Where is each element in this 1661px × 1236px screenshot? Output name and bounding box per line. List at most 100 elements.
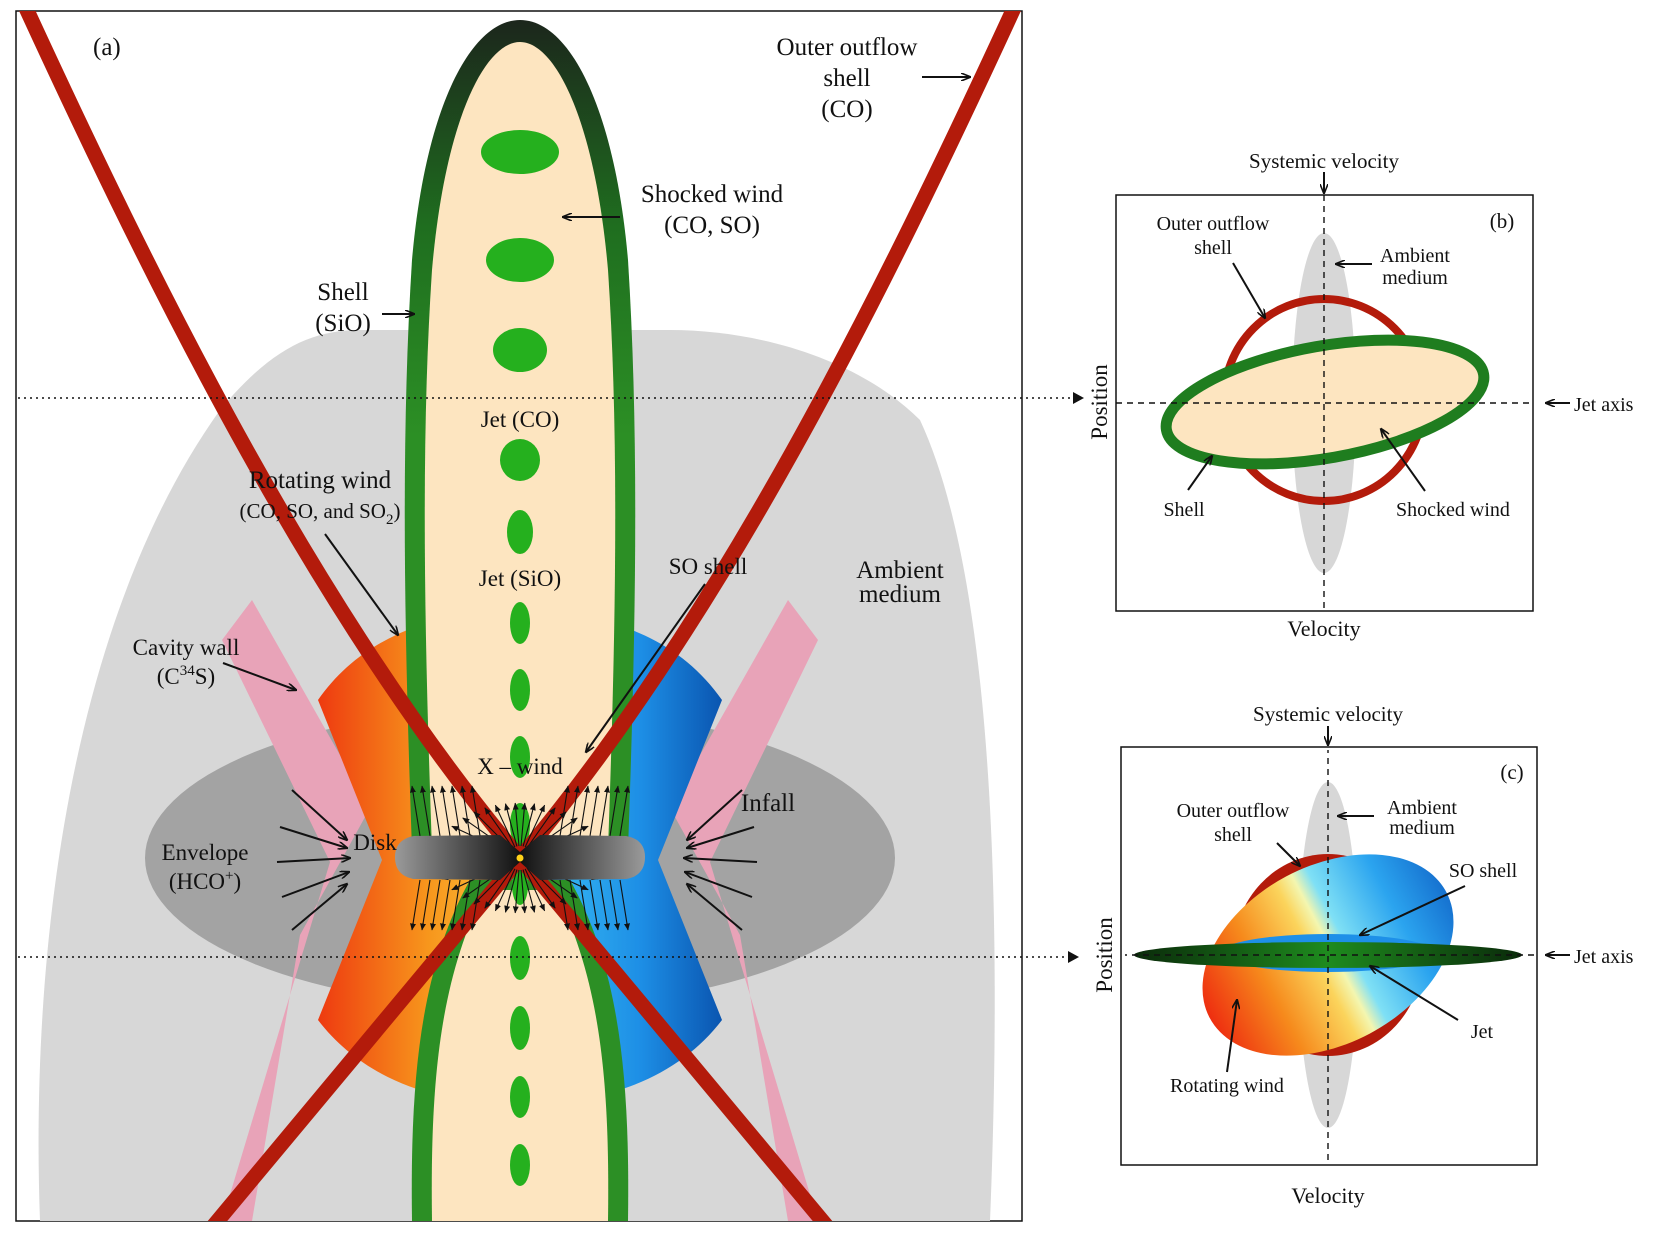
disk-wind-streamline [559,785,570,837]
panel-c-jet-axis-label: Jet axis [1574,946,1634,968]
cavity-wall-left [222,600,370,1221]
panel-c-outer-label-2: shell [1214,824,1252,846]
panel-c-so-shell-pointer [1360,885,1466,935]
panel-b-shell-pointer [1187,456,1212,491]
infall-arrows-left [276,789,350,931]
jet-knot [486,238,554,282]
so-shell-label: SO shell [669,554,748,579]
envelope-species: (HCO+) [169,868,241,894]
panel-b-shocked-pointer [1381,429,1426,492]
panel-c: Systemic velocity (c) Outer outflow shel… [1092,702,1634,1208]
panel-c-outer-label-1: Outer outflow [1177,800,1290,822]
outer-outflow-shell-upper-right [514,11,1021,863]
disk-wind-streamline [589,879,600,931]
jet-knot [510,1006,530,1050]
rotating-wind-pointer [324,533,398,635]
envelope-label: Envelope [162,840,249,865]
jet-knot [481,130,559,174]
panel-c-rotating-pointer [1226,1000,1237,1073]
panel-b-ambient-label-1: Ambient [1380,245,1450,267]
panel-b-outer-pointer [1232,262,1265,318]
disk-wind-streamline [619,785,630,837]
panel-b-shell-label: Shell [1163,499,1205,521]
jet-knot [507,510,533,554]
so-shell-pointer [586,583,706,752]
outer-outflow-label-3: (CO) [821,96,872,123]
panel-b: Systemic velocity (b) Outer outflow shel… [1087,149,1634,641]
panel-a: (a) Outer outflow shell (CO) Shocked win… [15,10,1023,1222]
disk-wind-streamline [569,879,580,931]
panel-c-systemic-label: Systemic velocity [1253,702,1403,726]
panel-b-outer-label-2: shell [1194,237,1232,259]
outer-outflow-label-2: shell [823,65,870,92]
panel-b-ambient-label-2: medium [1382,267,1448,289]
disk-wind-streamline [450,879,461,931]
disk-wind-streamline [589,785,600,837]
rotating-wind-species: (CO, SO, and SO2) [240,499,401,528]
disk-wind-streamline [420,879,431,931]
x-wind-streamline [512,802,520,847]
jet-knots [481,130,559,1186]
disk-wind-streamline [440,785,451,837]
panel-b-velocity-label: Velocity [1287,616,1360,641]
shell-label-2: (SiO) [315,310,371,337]
disk-right [520,835,645,880]
disk-left [395,835,520,880]
disk-wind-streamline [450,785,461,837]
disk-wind-streamline [410,785,421,837]
disk-wind-streamline [559,879,570,931]
jet-knot [510,936,530,980]
panel-b-jet-axis-label: Jet axis [1574,394,1634,416]
panel-c-jet [1134,942,1522,968]
cavity-wall-right [670,600,818,1221]
panel-c-tag: (c) [1500,760,1523,784]
disk-wind-streamline [440,879,451,931]
jet-knot [510,602,530,644]
x-wind-streamline [522,869,536,913]
panel-b-position-label: Position [1087,364,1112,440]
panel-c-jet-label: Jet [1471,1021,1494,1043]
cavity-wall-label: Cavity wall [133,635,240,660]
cavity-wall-pointer [222,662,296,690]
jet-knot [510,803,530,847]
disk-wind-streamline [579,785,590,837]
envelope-species-post: ) [234,869,242,894]
panel-c-position-label: Position [1092,917,1117,993]
panel-c-rotating-label: Rotating wind [1170,1075,1284,1097]
shocked-wind-label-1: Shocked wind [641,181,784,208]
disk-wind-streamline [599,879,610,931]
x-wind-label: X – wind [477,754,563,779]
protostar [516,854,524,862]
cavity-wall-species: (C34S) [157,663,215,689]
disk-wind-streamline [609,785,620,837]
ambient-label-1: Ambient [856,557,944,584]
x-wind-streamline [494,868,516,912]
panel-b-shell-ellipse [1160,334,1490,470]
infall-arrows-right [684,789,758,931]
jet-knot [510,669,530,711]
jet-knot [510,736,530,778]
envelope-species-pre: (HCO [169,869,225,894]
disk-wind-streamline [609,879,620,931]
x-wind-streamline [494,804,516,848]
envelope-superscript: + [225,868,233,884]
panel-c-jet-pointer [1370,966,1459,1021]
outer-outflow-label-1: Outer outflow [777,34,918,61]
outer-outflow-shell-upper-left [19,11,526,863]
cavity-wall-species-post: S) [195,664,215,689]
jet-knot [493,328,547,372]
disk-wind-streamline [470,879,481,931]
cavity-wall-superscript: 34 [180,663,196,679]
rotating-wind-close: ) [393,499,400,523]
disk-label: Disk [353,830,397,855]
outer-outflow-shell-lower [207,853,833,1221]
jet-knot [500,439,540,481]
jet-co-label: Jet (CO) [481,407,560,432]
disk-wind-streamline [420,785,431,837]
x-wind-streamline [520,802,528,847]
disk-wind-streamline [410,879,421,931]
jet-sio-label: Jet (SiO) [479,566,561,591]
infall-label: Infall [741,790,795,817]
disk-wind-streamline [569,785,580,837]
